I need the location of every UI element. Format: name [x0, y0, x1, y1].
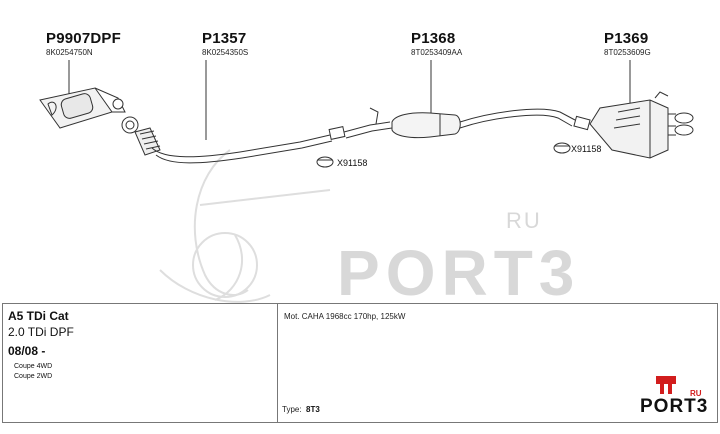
part-number-1: 8K0254750N — [46, 48, 93, 57]
part-code-1: P9907DPF — [46, 30, 121, 47]
clamp-ref-2: X91158 — [571, 144, 602, 154]
exhaust-drawing — [39, 60, 694, 168]
vehicle-variant-1: Coupe 4WD — [14, 363, 53, 370]
logo-ru: RU — [690, 389, 702, 398]
vehicle-variant-2: Coupe 2WD — [14, 373, 53, 380]
type-label: Type: — [282, 405, 302, 414]
type-value: 8T3 — [306, 405, 320, 414]
vehicle-engine: 2.0 TDi DPF — [8, 325, 74, 339]
vehicle-years: 08/08 - — [8, 344, 46, 358]
part-number-4: 8T0253609G — [604, 48, 651, 57]
clamp-ref-1: X91158 — [337, 158, 368, 168]
part-code-4: P1369 — [604, 30, 649, 47]
engine-info-box — [277, 303, 718, 423]
part-number-3: 8T0253409AA — [411, 48, 463, 57]
watermark-ru: RU — [506, 208, 542, 233]
logo-text: PORT3 — [640, 396, 709, 417]
vehicle-model: A5 TDi Cat — [8, 309, 69, 323]
part-code-2: P1357 — [202, 30, 247, 47]
watermark-text: PORT3 — [337, 237, 581, 309]
part-code-3: P1368 — [411, 30, 456, 47]
part-number-2: 8K0254350S — [202, 48, 249, 57]
engine-details: Mot. CAHA 1968cc 170hp, 125kW — [284, 312, 406, 321]
logo-icon — [656, 376, 676, 394]
